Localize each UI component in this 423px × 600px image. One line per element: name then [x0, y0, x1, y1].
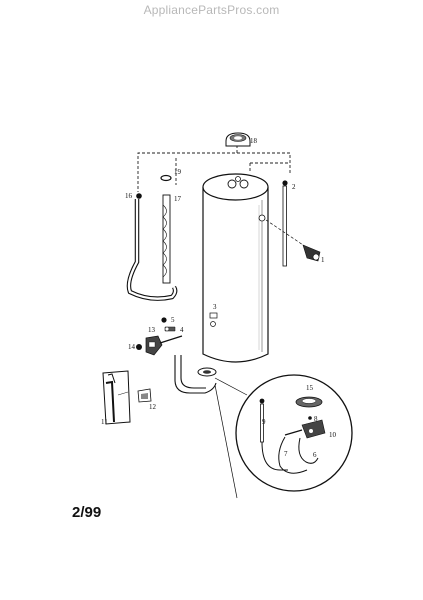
part-2-anode-rod [282, 180, 288, 267]
part-1-drain-valve [265, 219, 321, 262]
part-12-inner-door [137, 388, 152, 403]
callout-14: 14 [128, 343, 136, 351]
revision-date: 2/99 [72, 504, 102, 521]
callout-4: 4 [180, 326, 184, 334]
callout-16: 16 [125, 192, 133, 200]
callout-12: 12 [149, 403, 157, 411]
callout-19: 19 [174, 168, 182, 176]
callout-17: 17 [174, 195, 182, 203]
callout-8: 8 [314, 415, 318, 423]
part-4-fitting [164, 326, 176, 332]
callout-15: 15 [306, 384, 314, 392]
part-18-anode-cap [225, 132, 251, 147]
part-14-knob [136, 344, 142, 350]
dashed-connectors [137, 145, 291, 192]
callout-9: 9 [262, 418, 266, 426]
part-15-burner [295, 396, 323, 408]
callout-labels: 1 2 3 4 5 6 7 8 9 10 11 12 13 14 15 16 1… [101, 137, 337, 459]
callout-10: 10 [329, 431, 337, 439]
callout-18: 18 [250, 137, 258, 145]
burner-assembly [174, 355, 217, 394]
part-17-dip-tube [162, 194, 171, 284]
part-5-fitting [161, 317, 167, 323]
detail-magnifier [214, 374, 353, 499]
callout-7: 7 [284, 450, 288, 458]
part-9-pilot-tube [259, 398, 288, 471]
tank-body [202, 173, 269, 363]
part-7-tube [278, 436, 308, 474]
callout-2: 2 [292, 183, 296, 191]
callout-1: 1 [321, 256, 325, 264]
callout-11: 11 [101, 418, 108, 426]
callout-5: 5 [171, 316, 175, 324]
part-16-hose [126, 193, 178, 301]
site-watermark: AppliancePartsPros.com [143, 3, 280, 17]
part-11-access-door [102, 370, 131, 425]
part-19-washer [160, 174, 172, 182]
callout-13: 13 [148, 326, 156, 334]
part-8-orifice [308, 416, 312, 420]
callout-3: 3 [213, 303, 217, 311]
part-10-pilot [284, 419, 326, 439]
part-6-thermocouple [298, 437, 319, 464]
callout-6: 6 [313, 451, 317, 459]
part-13-gas-valve [145, 335, 183, 356]
